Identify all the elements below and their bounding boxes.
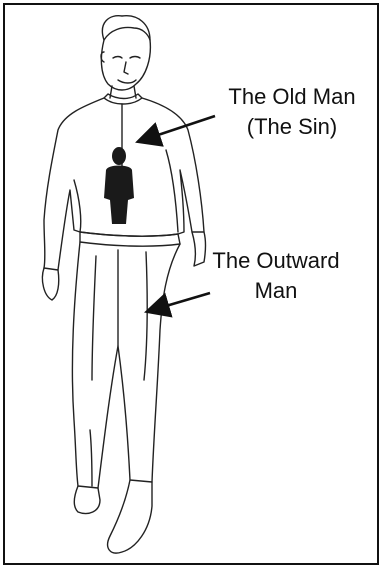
label-old-man-line2: (The Sin) bbox=[212, 112, 372, 142]
left-hand bbox=[42, 268, 58, 300]
trousers bbox=[72, 242, 180, 488]
left-shoe bbox=[74, 486, 100, 514]
label-old-man-line1: The Old Man bbox=[212, 82, 372, 112]
right-shoe bbox=[108, 480, 152, 553]
arrow-to-old-man bbox=[140, 116, 215, 141]
old-man-silhouette bbox=[104, 147, 134, 224]
label-outward-man: The Outward Man bbox=[196, 246, 356, 306]
label-outward-man-line1: The Outward bbox=[196, 246, 356, 276]
belt bbox=[80, 232, 180, 246]
collar bbox=[104, 94, 142, 104]
label-outward-man-line2: Man bbox=[196, 276, 356, 306]
label-old-man: The Old Man (The Sin) bbox=[212, 82, 372, 142]
hair bbox=[104, 28, 150, 41]
